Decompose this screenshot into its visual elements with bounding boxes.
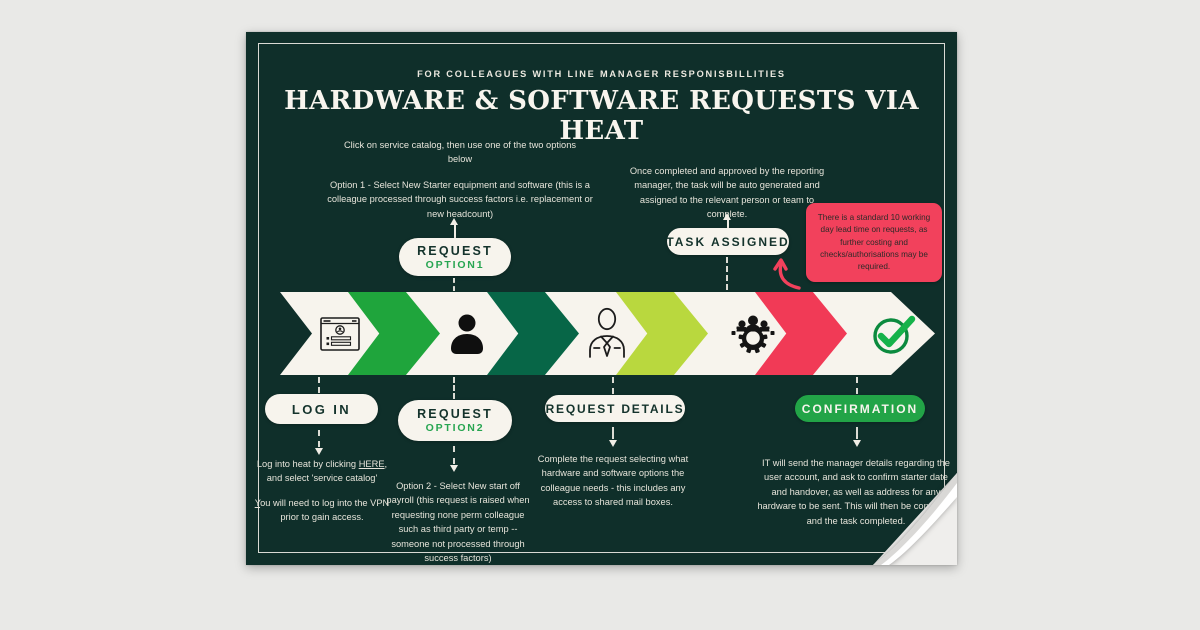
login-form-icon [320, 316, 360, 351]
connector-login-down [318, 430, 320, 447]
desc-login-p2: ou will need to log into the VPN prior t… [260, 497, 390, 523]
desc-login-post: , and select 'service catalog' [266, 459, 388, 484]
page-curl[interactable] [873, 473, 957, 565]
connector-confirmation-down [856, 427, 858, 439]
desc-login-p2-initial: Y [254, 497, 261, 508]
user-silhouette-icon [448, 313, 486, 355]
page-title: HARDWARE & SOFTWARE REQUESTS VIA HEAT [284, 86, 919, 146]
process-band [280, 292, 935, 375]
connector-option2-up [453, 377, 455, 399]
connector-task-up [727, 219, 729, 228]
pill-login: LOG IN [265, 394, 378, 424]
desc-login-pre: Log into heat by clicking [256, 459, 359, 469]
lead-time-callout: There is a standard 10 working day lead … [806, 203, 942, 283]
here-link[interactable]: HERE [358, 459, 385, 469]
heat-infographic-poster: FOR COLLEAGUES WITH LINE MANAGER RESPONI… [246, 32, 957, 565]
check-circle-icon [868, 309, 920, 359]
pill-task-assigned: TASK ASSIGNED [666, 228, 790, 255]
arrow-down-icon [315, 448, 323, 455]
team-gear-icon [730, 312, 776, 356]
connector-details-down [612, 427, 614, 439]
desc-option2: Option 2 - Select New start off payroll … [386, 481, 530, 564]
pill-login-label: LOG IN [291, 401, 352, 417]
pill-request-details-label: REQUEST DETAILS [545, 401, 685, 416]
desc-login: Log into heat by clicking HERE, and sele… [254, 457, 390, 525]
connector-details-up [612, 377, 614, 394]
connector-option2-down [453, 446, 455, 464]
desc-details: Complete the request selecting what hard… [537, 454, 689, 508]
connector-option1-up [454, 224, 456, 238]
connector-task-down [726, 257, 728, 290]
arrow-down-icon [853, 440, 861, 447]
pill-task-assigned-label: TASK ASSIGNED [666, 234, 790, 249]
desc-confirmation: IT will send the manager details regardi… [757, 458, 955, 526]
pill-request-option1-sublabel: OPTION1 [425, 258, 485, 271]
arrow-down-icon [450, 465, 458, 472]
curved-arrow-icon [767, 258, 803, 297]
eyebrow-text: FOR COLLEAGUES WITH LINE MANAGER RESPONI… [417, 69, 786, 79]
connector-login-up [318, 377, 320, 393]
pill-request-option2-label: REQUEST [417, 407, 493, 421]
pill-confirmation-label: CONFIRMATION [801, 401, 919, 416]
note-service-catalog: Click on service catalog, then use one o… [343, 140, 577, 165]
pill-request-option2-sublabel: OPTION2 [425, 422, 485, 434]
arrow-up-icon [723, 213, 731, 220]
note-option1: Option 1 - Select New Starter equipment … [327, 180, 593, 219]
pill-request-option1-label: REQUEST [417, 243, 493, 258]
pill-confirmation: CONFIRMATION [795, 395, 925, 422]
manager-icon [584, 307, 630, 361]
connector-confirmation-up [856, 377, 858, 394]
arrow-down-icon [609, 440, 617, 447]
pill-request-option2: REQUEST OPTION2 [398, 400, 512, 441]
paragraph-gap [254, 486, 390, 496]
pill-request-details: REQUEST DETAILS [545, 395, 685, 422]
connector-option1-down [453, 278, 455, 291]
arrow-up-icon [450, 218, 458, 225]
pill-request-option1: REQUEST OPTION1 [399, 238, 511, 276]
